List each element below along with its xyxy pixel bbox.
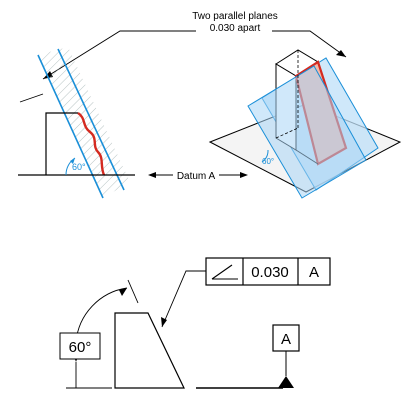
- side-view: 60°: [18, 47, 135, 199]
- datum-arrow-left: [148, 172, 156, 178]
- angularity-symbol-icon: [211, 264, 238, 280]
- fcf-leader-arrow: [161, 317, 167, 327]
- angle-box-value: 60°: [69, 339, 92, 356]
- datum-arrow-right: [240, 172, 248, 178]
- isometric-view: 60°: [208, 49, 402, 199]
- callout-line-2: 0.030 apart: [210, 23, 261, 34]
- left-angle-label: 60°: [72, 162, 86, 172]
- feature-control-frame: 0.030 A: [205, 257, 331, 286]
- datum-triangle-icon: [278, 376, 294, 388]
- datum-a-leader: Datum A: [148, 168, 248, 182]
- datum-feature-label: A: [281, 331, 291, 348]
- drawing-view: 60° 0.030 A A: [59, 257, 331, 389]
- angle-arrow-top: [119, 288, 127, 296]
- datum-feature-symbol: A: [272, 324, 300, 388]
- datum-a-label: Datum A: [177, 171, 216, 182]
- tolerance-plane-line: [37, 54, 104, 199]
- fcf-leader: [161, 270, 206, 328]
- iso-angle-arc: [261, 149, 269, 163]
- callout-line-1: Two parallel planes: [192, 11, 278, 22]
- fcf-datum-reference: A: [309, 264, 319, 281]
- tolerance-plane-front: [247, 65, 367, 199]
- fcf-tolerance-value: 0.030: [251, 264, 289, 281]
- tolerance-plane-line: [57, 48, 125, 191]
- callout-arrow-right: [336, 50, 346, 57]
- zone-leader-tick: [19, 93, 44, 103]
- angle-arrow: [70, 158, 75, 164]
- angle-box: [59, 332, 101, 360]
- part-profile: [114, 312, 185, 389]
- right-angle-label: 60°: [262, 157, 274, 166]
- part-outline: [45, 112, 78, 175]
- actual-surface: [77, 111, 106, 176]
- callout-leader-right: [272, 30, 347, 58]
